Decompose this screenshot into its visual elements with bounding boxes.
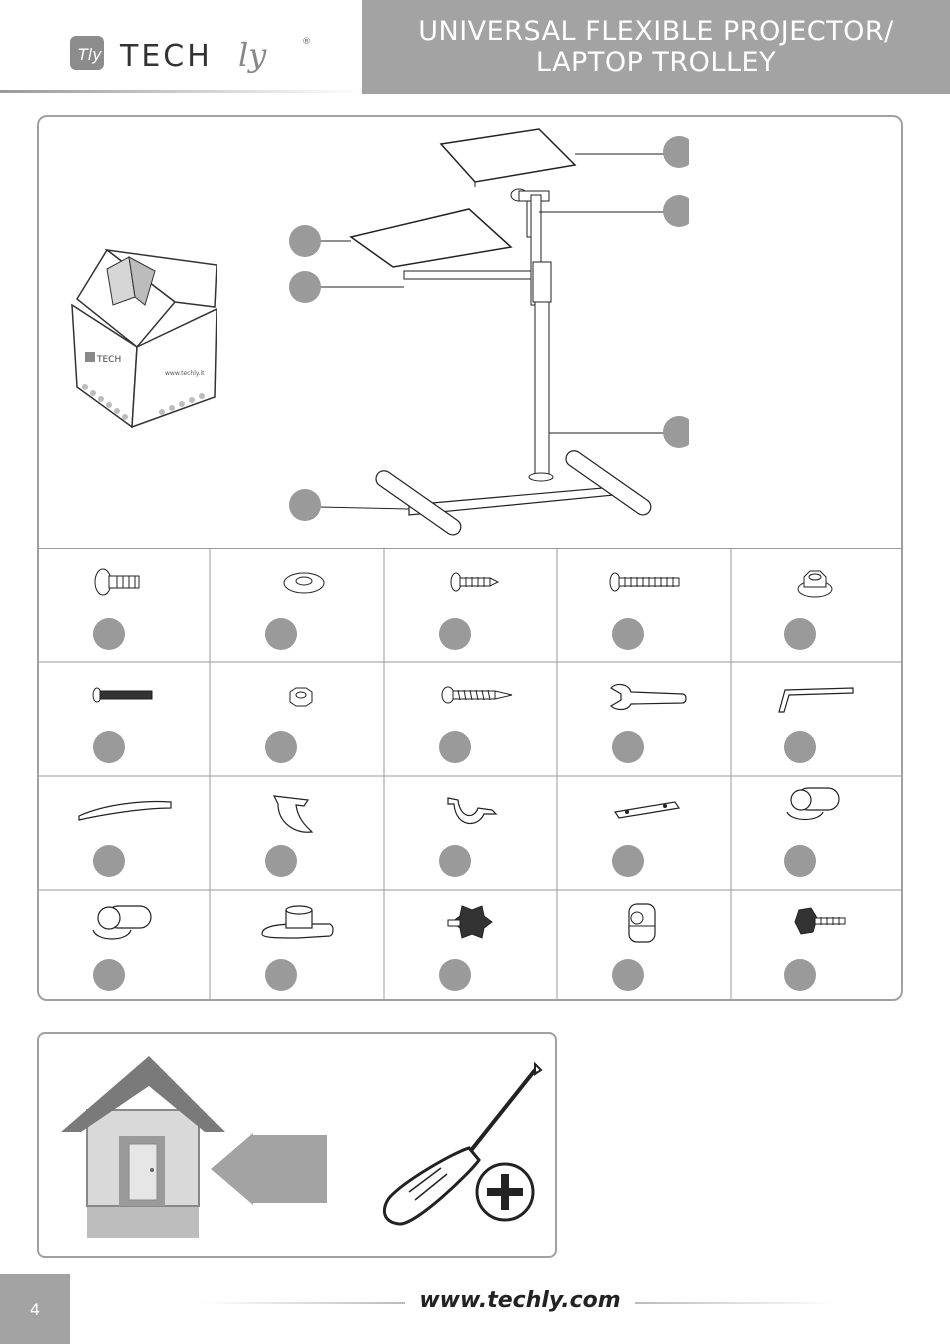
flat-plate-icon <box>613 798 683 824</box>
knob-bolt-icon <box>793 904 853 940</box>
arrow-left-icon <box>209 1129 329 1209</box>
part-number-bubble <box>612 845 644 877</box>
part-cell-9 <box>557 662 731 776</box>
allen-key-icon <box>775 680 859 714</box>
part-number-bubble <box>439 845 471 877</box>
part-cell-12 <box>210 776 384 890</box>
part-number-bubble <box>439 618 471 650</box>
flange-nut-icon <box>795 567 835 601</box>
wood-screw-icon <box>440 684 520 708</box>
part-cell-15 <box>731 776 901 890</box>
part-cell-14 <box>557 776 731 890</box>
techly-logo: Tly TECH ly ® <box>0 0 362 94</box>
hex-nut-icon <box>285 686 315 710</box>
footer-rule-right <box>635 1302 835 1304</box>
part-cell-4 <box>557 549 731 662</box>
part-cell-8 <box>384 662 557 776</box>
part-number-bubble <box>265 845 297 877</box>
part-cell-7 <box>210 662 384 776</box>
plus-icon <box>473 1160 537 1224</box>
self-drilling-screw-icon <box>448 571 508 595</box>
long-bolt-icon <box>91 686 161 706</box>
title-line-2: LAPTOP TROLLEY <box>536 47 776 78</box>
part-number-bubble <box>93 845 125 877</box>
trolley-diagram <box>269 117 689 547</box>
svg-text:Tly: Tly <box>78 45 102 64</box>
part-number-bubble <box>93 618 125 650</box>
part-cell-11 <box>39 776 210 890</box>
part-cell-18 <box>384 890 557 1001</box>
tools-panel <box>37 1032 557 1258</box>
omega-clamp-icon <box>444 790 504 832</box>
part-cell-10 <box>731 662 901 776</box>
part-number-bubble <box>784 731 816 763</box>
tube-connector-icon <box>621 898 661 948</box>
part-cell-6 <box>39 662 210 776</box>
svg-text:www.techly.it: www.techly.it <box>165 370 205 377</box>
part-cell-13 <box>384 776 557 890</box>
part-number-bubble <box>93 959 125 991</box>
part-number-bubble <box>439 959 471 991</box>
part-number-bubble <box>265 731 297 763</box>
title-bar: UNIVERSAL FLEXIBLE PROJECTOR/ LAPTOP TRO… <box>362 0 950 94</box>
footer-url[interactable]: www.techly.com <box>410 1288 630 1313</box>
header-divider <box>0 90 362 93</box>
part-number-bubble <box>93 731 125 763</box>
part-number-bubble <box>612 959 644 991</box>
part-number-bubble <box>612 618 644 650</box>
part-cell-17 <box>210 890 384 1001</box>
part-cell-1 <box>39 549 210 662</box>
svg-text:ly: ly <box>238 36 267 74</box>
spanner-wrench-icon <box>605 680 689 714</box>
tube-clamp-2-icon <box>85 898 157 946</box>
part-number-bubble <box>265 618 297 650</box>
part-number-bubble <box>439 731 471 763</box>
part-cell-19 <box>557 890 731 1001</box>
u-clamp-icon <box>268 786 318 838</box>
washer-icon <box>280 569 330 599</box>
part-cell-5 <box>731 549 901 662</box>
tube-clamp-icon <box>779 782 849 828</box>
svg-text:TECH: TECH <box>96 355 121 365</box>
svg-text:TECH: TECH <box>119 39 213 74</box>
product-box-illustration: TECH www.techly.it <box>67 247 217 432</box>
part-number-bubble <box>612 731 644 763</box>
star-knob-screw-icon <box>446 900 496 946</box>
part-number-bubble <box>784 618 816 650</box>
bracket-strip-icon <box>75 796 175 826</box>
main-panel: TECH www.techly.it <box>37 115 903 1001</box>
logo-area: Tly TECH ly ® <box>0 0 362 94</box>
part-cell-3 <box>384 549 557 662</box>
footer-rule-left <box>200 1302 405 1304</box>
title-line-1: UNIVERSAL FLEXIBLE PROJECTOR/ <box>418 16 894 47</box>
part-cell-2 <box>210 549 384 662</box>
part-cell-20 <box>731 890 901 1001</box>
parts-grid <box>39 548 901 1001</box>
long-machine-screw-icon <box>607 571 687 595</box>
part-number-bubble <box>784 845 816 877</box>
part-number-bubble <box>784 959 816 991</box>
part-cell-16 <box>39 890 210 1001</box>
svg-text:®: ® <box>302 37 311 47</box>
flat-head-bolt-icon <box>89 567 149 597</box>
part-number-bubble <box>265 959 297 991</box>
base-socket-icon <box>258 904 338 944</box>
page-number: 4 <box>0 1274 70 1344</box>
